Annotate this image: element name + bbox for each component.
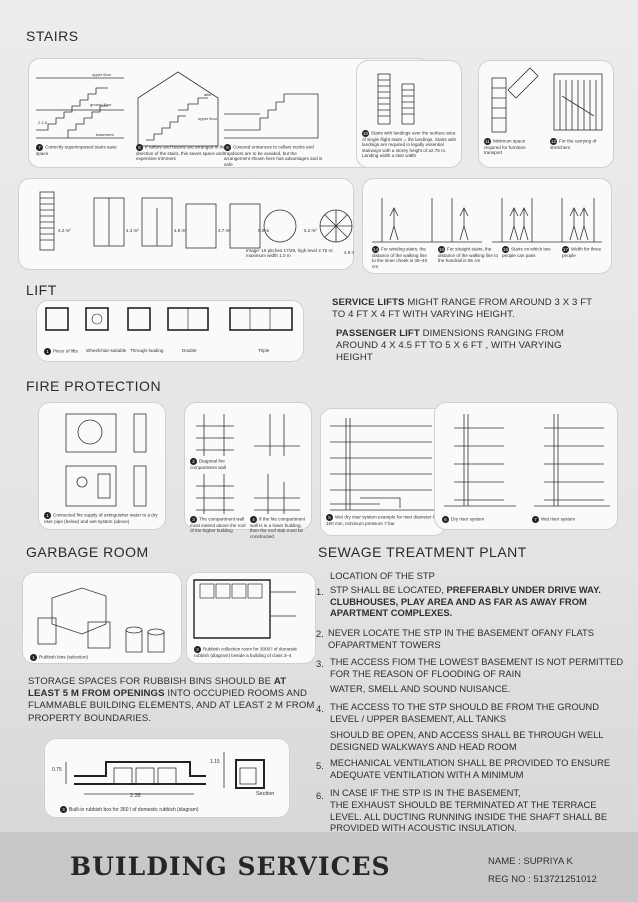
lift-caption-3: Through-loading xyxy=(130,348,164,353)
stp-num-3: 3. xyxy=(316,658,324,669)
svg-text:4.9 m: 4.9 m xyxy=(344,250,354,255)
riser-system-diagram xyxy=(330,418,436,511)
built-in-rubbish-box-diagram xyxy=(65,752,265,795)
stp-location-heading: LOCATION OF THE STP xyxy=(330,570,435,581)
stp-item-2: NEVER LOCATE THE STP IN THE BASEMENT OFA… xyxy=(328,627,595,650)
stairs-sections-diagram: upper floor ground floor basement 2.1.5 … xyxy=(36,71,319,147)
collection-room-diagram xyxy=(193,579,296,639)
svg-text:upper floor: upper floor xyxy=(198,116,218,121)
svg-text:5.0 m: 5.0 m xyxy=(258,228,270,233)
box-height-dim: 0.75 xyxy=(52,767,62,773)
svg-text:5.2 m²: 5.2 m² xyxy=(304,228,317,233)
svg-text:2.1.5: 2.1.5 xyxy=(38,120,48,125)
stp-item-1: STP SHALL BE LOCATED, PREFERABLY UNDER D… xyxy=(330,584,601,619)
stp-item-5: MECHANICAL VENTILATION SHALL BE PROVIDED… xyxy=(330,757,611,780)
stp-num-2: 2. xyxy=(316,628,324,639)
svg-text:4.7 m²: 4.7 m² xyxy=(218,228,231,233)
svg-text:4.2 m²: 4.2 m² xyxy=(58,228,71,233)
fire-extinguisher-box-diagram xyxy=(65,413,147,507)
box-section-label: Section xyxy=(256,791,275,797)
lift-caption-2: Wheelchair-suitable xyxy=(86,348,127,353)
stp-item-6b: THE EXHAUST SHOULD BE TERMINATED AT THE … xyxy=(330,799,608,834)
box-section-height-dim: 1.15 xyxy=(210,759,220,765)
svg-text:basement: basement xyxy=(96,132,114,137)
svg-text:upper floor: upper floor xyxy=(92,72,112,77)
svg-text:ground floor: ground floor xyxy=(90,102,112,107)
svg-text:4.3 m²: 4.3 m² xyxy=(126,228,139,233)
box-width-dim: 2.35 xyxy=(130,793,141,799)
section-title-lift: LIFT xyxy=(26,282,57,298)
fire-compartment-diagram xyxy=(196,414,300,514)
stp-num-4: 4. xyxy=(316,703,324,714)
section-title-stairs: STAIRS xyxy=(26,28,79,44)
stp-num-5: 5. xyxy=(316,760,324,771)
svg-text:attic: attic xyxy=(204,92,211,97)
student-reg-no: REG NO : 513721251012 xyxy=(488,874,597,885)
stp-item-4b: SHOULD BE OPEN, AND ACCESS SHALL BE THRO… xyxy=(330,729,604,752)
stp-item-4: THE ACCESS TO THE STP SHOULD BE FROM THE… xyxy=(330,701,599,724)
service-lift-text: SERVICE LIFTS MIGHT RANGE FROM AROUND 3 … xyxy=(332,297,592,320)
page-title: BUILDING SERVICES xyxy=(70,852,391,881)
stairs-panel-plans: 4.2 m² 4.3 m² 4.8 m² 4.7 m² 5.0 m 5.2 m²… xyxy=(18,178,354,270)
student-name: NAME : SUPRIYA K xyxy=(488,856,573,867)
caption-13: Image: 16 pitches 17/29, high level 2.75… xyxy=(246,248,334,259)
stp-num-1: 1. xyxy=(316,586,324,597)
dry-wet-riser-diagram xyxy=(444,414,610,507)
garbage-storage-text: STORAGE SPACES FOR RUBBISH BINS SHOULD B… xyxy=(28,676,315,724)
rubbish-bins-diagram xyxy=(37,587,165,653)
footer-band xyxy=(0,832,638,902)
stp-item-3: THE ACCESS FIOM THE LOWEST BASEMENT IS N… xyxy=(330,656,624,679)
stp-item-6: IN CASE IF THE STP IS IN THE BASEMENT, xyxy=(330,787,521,798)
lift-caption-5: Triple xyxy=(258,348,270,353)
lift-caption-4: Double xyxy=(182,348,197,353)
stp-item-3b: WATER, SMELL AND SOUND NUISANCE. xyxy=(330,683,511,694)
stair-plans-diagram: 4.2 m² 4.3 m² 4.8 m² 4.7 m² 5.0 m 5.2 m²… xyxy=(39,191,354,255)
section-title-garbage: GARBAGE ROOM xyxy=(26,544,149,560)
furniture-transport-diagram xyxy=(491,67,603,133)
passenger-lift-text: PASSENGER LIFT DIMENSIONS RANGING FROM A… xyxy=(336,328,565,363)
landing-plan-diagram xyxy=(377,73,415,125)
section-title-stp: SEWAGE TREATMENT PLANT xyxy=(318,544,527,560)
lift-plans-diagram xyxy=(45,307,293,331)
stp-num-6: 6. xyxy=(316,790,324,801)
section-title-fire: FIRE PROTECTION xyxy=(26,378,162,394)
walking-line-diagram xyxy=(372,198,602,243)
svg-text:4.8 m²: 4.8 m² xyxy=(174,228,187,233)
